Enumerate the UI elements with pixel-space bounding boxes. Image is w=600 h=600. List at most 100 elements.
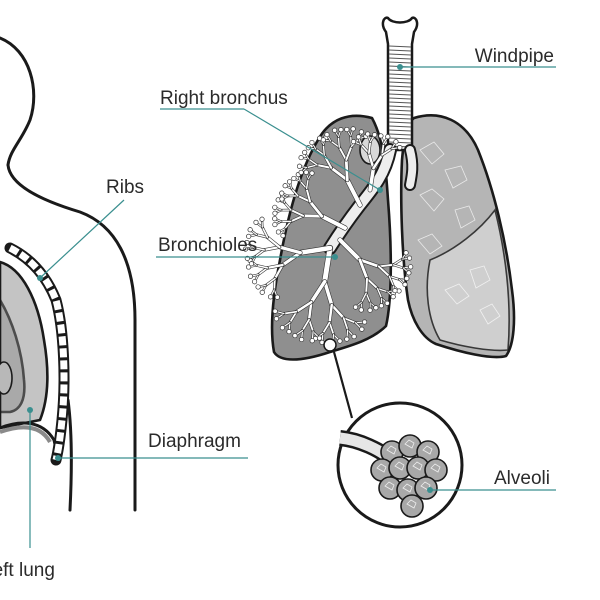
bronchiole-branch [345,178,362,207]
bronchiole-branch [308,318,314,333]
windpipe-ring [388,125,412,128]
bronchiole-branch [316,164,333,169]
bronchiole-branch [295,300,313,313]
bronchiole-branch [330,303,345,320]
bronchiole-branch [252,246,266,251]
alveolus-marker [323,338,337,352]
bronchiole-tip [259,289,265,295]
windpipe-ring [388,121,412,124]
windpipe-ring [388,117,412,120]
bronchiole-tip [242,246,248,252]
bronchiole-tip [275,229,281,235]
windpipe-label: Windpipe [475,46,554,67]
bronchiole-tip [279,325,285,331]
bronchiole-branch [257,267,269,276]
bronchiole-tip [406,270,412,276]
bronchiole-branch [322,245,333,285]
alveolus-highlight [430,463,441,473]
bronchiole-tip [246,233,252,239]
bronchiole-tip [302,149,308,155]
bronchiole-branch [365,292,371,304]
windpipe-ring [388,89,412,92]
bronchiole-tip [367,307,373,313]
bronchiole-tip [247,273,253,279]
alveolus-highlight [394,461,405,471]
bronchiole-branch [349,135,353,148]
bronchiole-tip [303,169,309,175]
windpipe-ring [388,77,412,80]
bronchiole-tip [272,210,278,216]
bronchiole-branch [298,245,333,255]
bronchiole-tip [344,126,350,132]
bronchioles-label: Bronchioles [158,235,257,256]
bronchiole-branch [388,275,395,287]
bronchiole-tip [291,175,297,181]
windpipe-ring [388,137,412,140]
windpipe-ring [388,57,412,60]
bronchiole-branch [338,238,362,262]
bronchiole-branch [330,140,340,148]
alveoli-label: Alveoli [494,468,550,489]
bronchiole-branch [377,265,391,278]
bronchiole-branch [377,263,395,268]
bronchiole-branch [283,201,292,211]
bronchiole-tip [287,179,293,185]
windpipe-ring [388,101,412,104]
bronchiole-tip [402,282,408,288]
bronchiole-tip [393,139,399,145]
bronchiole-tip [378,303,384,309]
windpipe-ring [388,45,412,48]
bronchiole-tip [397,145,403,151]
bronchiole-tip [259,216,265,222]
left-lung-label: Left lung [0,560,55,581]
bronchiole-tip [373,305,379,311]
bronchiole-branch [342,317,349,331]
bronchiole-branch [289,209,305,217]
bronchiole-tip [358,307,364,313]
bronchiole-tip [396,288,402,294]
windpipe [381,16,419,152]
alveolus-highlight [402,483,413,493]
bronchiole-branch [289,214,305,223]
bronchiole-branch [345,145,353,161]
bronchiole-branch [328,321,335,336]
alveolus-highlight [386,445,397,455]
bronchiole-branch [337,136,340,148]
bronchiole-branch [322,279,334,307]
bronchiole-tip [350,126,356,132]
bronchiole-tip [359,326,365,332]
windpipe-ring [388,97,412,100]
bronchiole-tip [292,333,298,339]
alveolus [414,476,438,500]
bronchiole-tip [272,222,278,228]
windpipe-ring [388,93,412,96]
bronchiole-branch [307,158,318,166]
bronchiole-branch [289,310,298,324]
bronchiole-branch [392,264,404,269]
bronchiole-tip [332,127,338,133]
bronchiole-branch [273,263,284,280]
bronchiole-branch [305,187,312,203]
bronchiole-tip [390,294,396,300]
bronchiole-tip [272,204,278,210]
windpipe-ring [388,69,412,72]
bronchiole-tip [403,250,409,256]
body-silhouette [0,36,137,512]
bronchiole-tip [268,294,274,300]
bronchiole-branch [381,147,393,156]
bronchiole-branch [301,318,310,332]
alveolus-highlight [404,439,415,449]
bronchiole-branch [263,245,281,252]
bronchiole-branch [322,321,331,335]
bronchiole-branch [254,249,266,258]
bronchiole-branch [255,233,269,239]
bronchiole-branch [342,317,357,324]
bronchiole-branch [307,300,313,321]
bronchiole-tip [316,335,322,341]
bronchiole-tip [247,227,253,233]
bronchiole-tip [246,264,252,270]
bronchiole-tip [273,316,279,322]
bronchiole-branch [338,146,348,161]
bronchiole-tip [407,255,413,261]
